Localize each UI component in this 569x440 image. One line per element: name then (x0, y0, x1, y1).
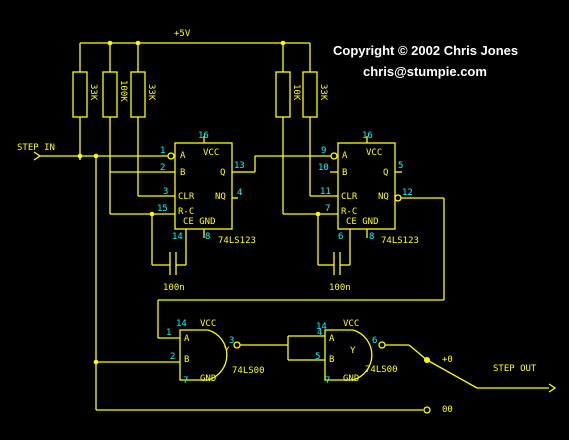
gate1-y-label: Y (224, 346, 230, 356)
resistor-r5-label: 33K (318, 84, 328, 101)
ic1-pin-ce: 14 (172, 232, 183, 242)
copyright-text: Copyright © 2002 Chris Jones (333, 43, 518, 58)
switch-pos-a-label: +0 (442, 355, 453, 365)
gate2-vcc-label: VCC (343, 319, 359, 329)
gate2-gnd-label: GND (343, 374, 359, 384)
resistor-r3-label: 33K (146, 84, 156, 101)
ic1-pin-q: 13 (234, 161, 245, 171)
ic1-b-label: B (180, 168, 185, 178)
ic1-clr-label: CLR (178, 192, 195, 202)
gate1-pin-a: 1 (166, 328, 171, 338)
supply-rail: +5V (80, 29, 310, 46)
gate1-74ls00: A B VCC GND Y 74LS00 14 1 2 3 7 (93, 319, 265, 386)
gate2-pin-gnd: 7 (325, 376, 330, 386)
gate1-pin-vcc: 14 (176, 319, 187, 329)
gate1-to-gate2-wire (240, 335, 325, 361)
resistor-r4-label: 10K (291, 84, 301, 101)
output-switch: +0 STEP OUT 00 (96, 344, 557, 415)
gate2-y-label: Y (350, 346, 356, 356)
capacitor-c2-label: 100n (329, 283, 351, 293)
ic2-q-label: Q (383, 168, 388, 178)
ic1-pin-nq: 4 (237, 188, 242, 198)
ic1-name-label: 74LS123 (218, 236, 256, 246)
resistor-r1-label: 33K (88, 84, 98, 101)
ic1-gnd-label: CE GND (183, 217, 216, 227)
resistor-r2: 100K (102, 71, 128, 118)
gate1-gnd-label: GND (200, 374, 216, 384)
gate2-b-label: B (329, 355, 334, 365)
gate1-vcc-label: VCC (200, 319, 216, 329)
ic2-b-label: B (342, 168, 347, 178)
ic1-a-label: A (180, 151, 186, 161)
ic2-pin-gnd: 8 (369, 232, 374, 242)
ic2-pin-q: 5 (398, 161, 403, 171)
gate2-pin-vcc: 14 (316, 322, 327, 332)
ic2-pin-clr: 11 (320, 187, 331, 197)
ic2-gnd-label: CE GND (346, 217, 379, 227)
gate2-a-label: A (329, 334, 335, 344)
ic1-pin-clr: 3 (163, 187, 168, 197)
ic1-pin-a: 1 (160, 146, 165, 156)
gate2-74ls00: A B VCC GND Y 74LS00 14 4 5 6 7 (315, 319, 398, 386)
gate2-pin-y: 6 (372, 336, 377, 346)
ic2-pin-b: 10 (318, 163, 329, 173)
ic2-pin-a: 9 (321, 146, 326, 156)
ic2-pin-vcc: 16 (362, 131, 373, 141)
switch-pos-b-label: 00 (442, 405, 453, 415)
resistor-r4: 10K (275, 71, 301, 118)
ic1-q-label: Q (220, 168, 225, 178)
resistor-wiring (79, 43, 338, 215)
gate1-name-label: 74LS00 (232, 366, 265, 376)
resistor-r5: 33K (302, 71, 328, 118)
gate1-pin-gnd: 7 (183, 376, 188, 386)
gate1-b-label: B (184, 355, 189, 365)
ic2-name-label: 74LS123 (381, 236, 419, 246)
capacitor-c1-label: 100n (163, 283, 185, 293)
ic1-to-ic2-wire (245, 155, 331, 173)
ic1-nq-label: NQ (215, 192, 226, 202)
capacitor-c2: 100n (315, 211, 351, 293)
step-in-label: STEP IN (17, 143, 55, 153)
ic1-pin-vcc: 16 (198, 131, 209, 141)
ic1-pin-gnd: 8 (205, 232, 210, 242)
ic2-74ls123: A B CLR R-C CE GND VCC Q NQ 74LS123 16 9… (318, 131, 444, 246)
resistor-r3: 33K (130, 71, 156, 118)
ic2-rc-label: R-C (341, 207, 357, 217)
ic2-nq-label: NQ (378, 192, 389, 202)
ic1-74ls123: A B CLR R-C CE GND VCC Q NQ 74LS123 16 1… (110, 131, 256, 246)
step-in-terminal: STEP IN (17, 143, 168, 410)
step-out-label: STEP OUT (493, 364, 537, 374)
ic2-pin-nq: 12 (402, 188, 413, 198)
email-text: chris@stumpie.com (363, 64, 487, 79)
supply-label: +5V (174, 29, 191, 39)
gate1-pin-b: 2 (170, 352, 175, 362)
feedback-wire (157, 198, 445, 339)
gate2-name-label: 74LS00 (365, 365, 398, 375)
ic1-rc-label: R-C (178, 207, 194, 217)
gate1-a-label: A (184, 334, 190, 344)
ic1-pin-b: 2 (160, 163, 165, 173)
ic2-vcc-label: VCC (366, 148, 382, 158)
ic2-a-label: A (342, 151, 348, 161)
ic2-clr-label: CLR (341, 192, 358, 202)
resistor-r1: 33K (72, 71, 98, 118)
ic1-pin-rc: 15 (157, 204, 168, 214)
ic1-vcc-label: VCC (203, 148, 219, 158)
ic2-pin-ce: 6 (338, 232, 343, 242)
capacitor-c1: 100n (149, 211, 187, 293)
ic2-pin-rc: 7 (325, 204, 330, 214)
gate2-pin-a: 4 (317, 328, 322, 338)
gate2-pin-b: 5 (315, 352, 320, 362)
resistor-r2-label: 100K (118, 80, 128, 102)
gate1-pin-y: 3 (229, 336, 234, 346)
